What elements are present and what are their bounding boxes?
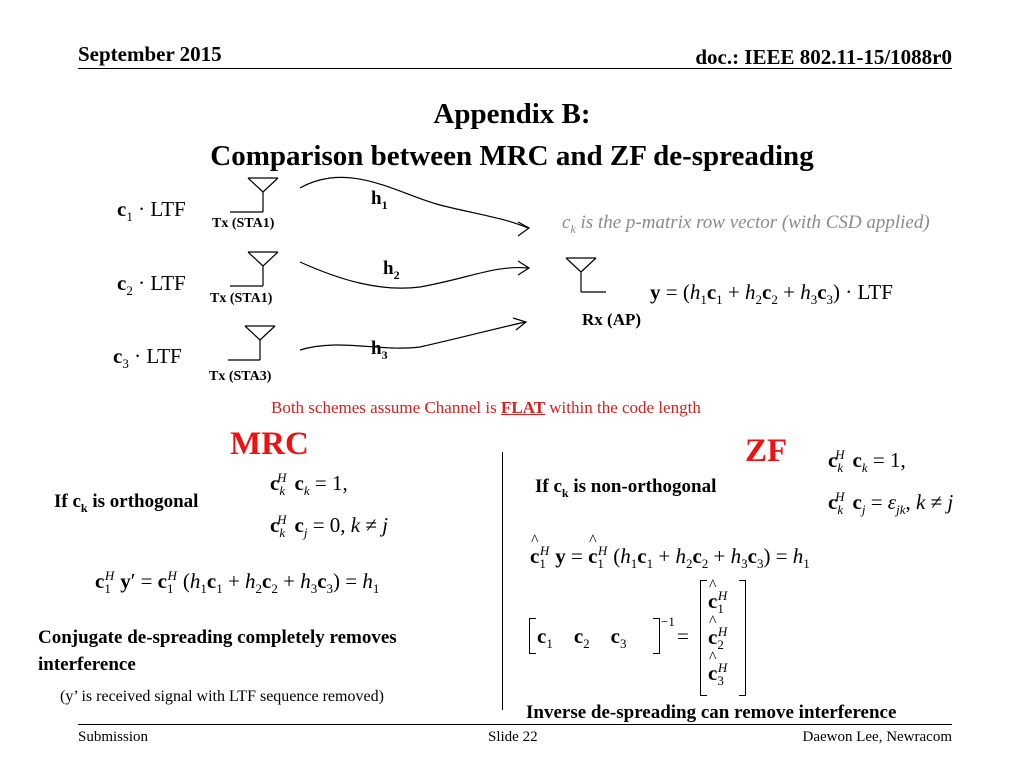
flat-channel-note: Both schemes assume Channel is FLAT with… [271, 398, 701, 417]
channel-label-2: h2 [383, 258, 400, 282]
zf-condition: If ck is non-orthogonal [535, 476, 717, 500]
tx-signal-2: c2 · LTF [117, 271, 186, 299]
tx-label-2: Tx (STA1) [210, 291, 273, 306]
header-date: September 2015 [78, 42, 222, 66]
tx-signal-1: c1 · LTF [117, 197, 186, 225]
rx-label: Rx (AP) [582, 310, 642, 329]
rx-antenna-icon [565, 257, 606, 293]
zf-heading: ZF [745, 433, 788, 469]
channel-arrow-2 [299, 261, 529, 289]
tx-signal-3: c3 · LTF [113, 344, 182, 372]
channel-arrow-3 [299, 321, 526, 351]
zf-inverse-matrix-equation: c1 c2 c3 −1 = c1H c2H c3H [525, 577, 765, 698]
footer-submission: Submission [78, 729, 149, 745]
footer-slide-number: Slide 22 [488, 729, 538, 745]
footer-divider [78, 724, 952, 725]
header-divider [78, 68, 952, 69]
zf-conclusion: Inverse de-spreading can remove interfer… [526, 702, 897, 723]
tx-antenna-icon-3 [228, 325, 276, 361]
received-signal-equation: y = (h1c1 + h2c2 + h3c3) · LTF [650, 280, 893, 308]
mrc-conclusion: Conjugate de-spreading completely remove… [38, 627, 397, 675]
mrc-heading: MRC [230, 426, 309, 462]
tx-label-1: Tx (STA1) [212, 216, 275, 231]
slide-title-line2: Comparison between MRC and ZF de-spreadi… [210, 140, 814, 172]
slide-title-line1: Appendix B: [433, 98, 591, 130]
ck-description: ck is the p-matrix row vector (with CSD … [562, 212, 930, 236]
channel-arrow-1 [299, 176, 529, 229]
mrc-condition: If ck is orthogonal [54, 491, 199, 515]
tx-label-3: Tx (STA3) [209, 369, 272, 384]
channel-label-3: h3 [371, 338, 388, 362]
received-signal-note: (y’ is received signal with LTF sequence… [60, 688, 384, 705]
channel-label-1: h1 [371, 188, 388, 212]
tx-antenna-icon-1 [230, 177, 279, 213]
header-doc-id: doc.: IEEE 802.11-15/1088r0 [695, 45, 952, 69]
section-divider [502, 452, 503, 710]
footer-author: Daewon Lee, Newracom [802, 729, 952, 745]
tx-antenna-icon-2 [230, 251, 279, 287]
